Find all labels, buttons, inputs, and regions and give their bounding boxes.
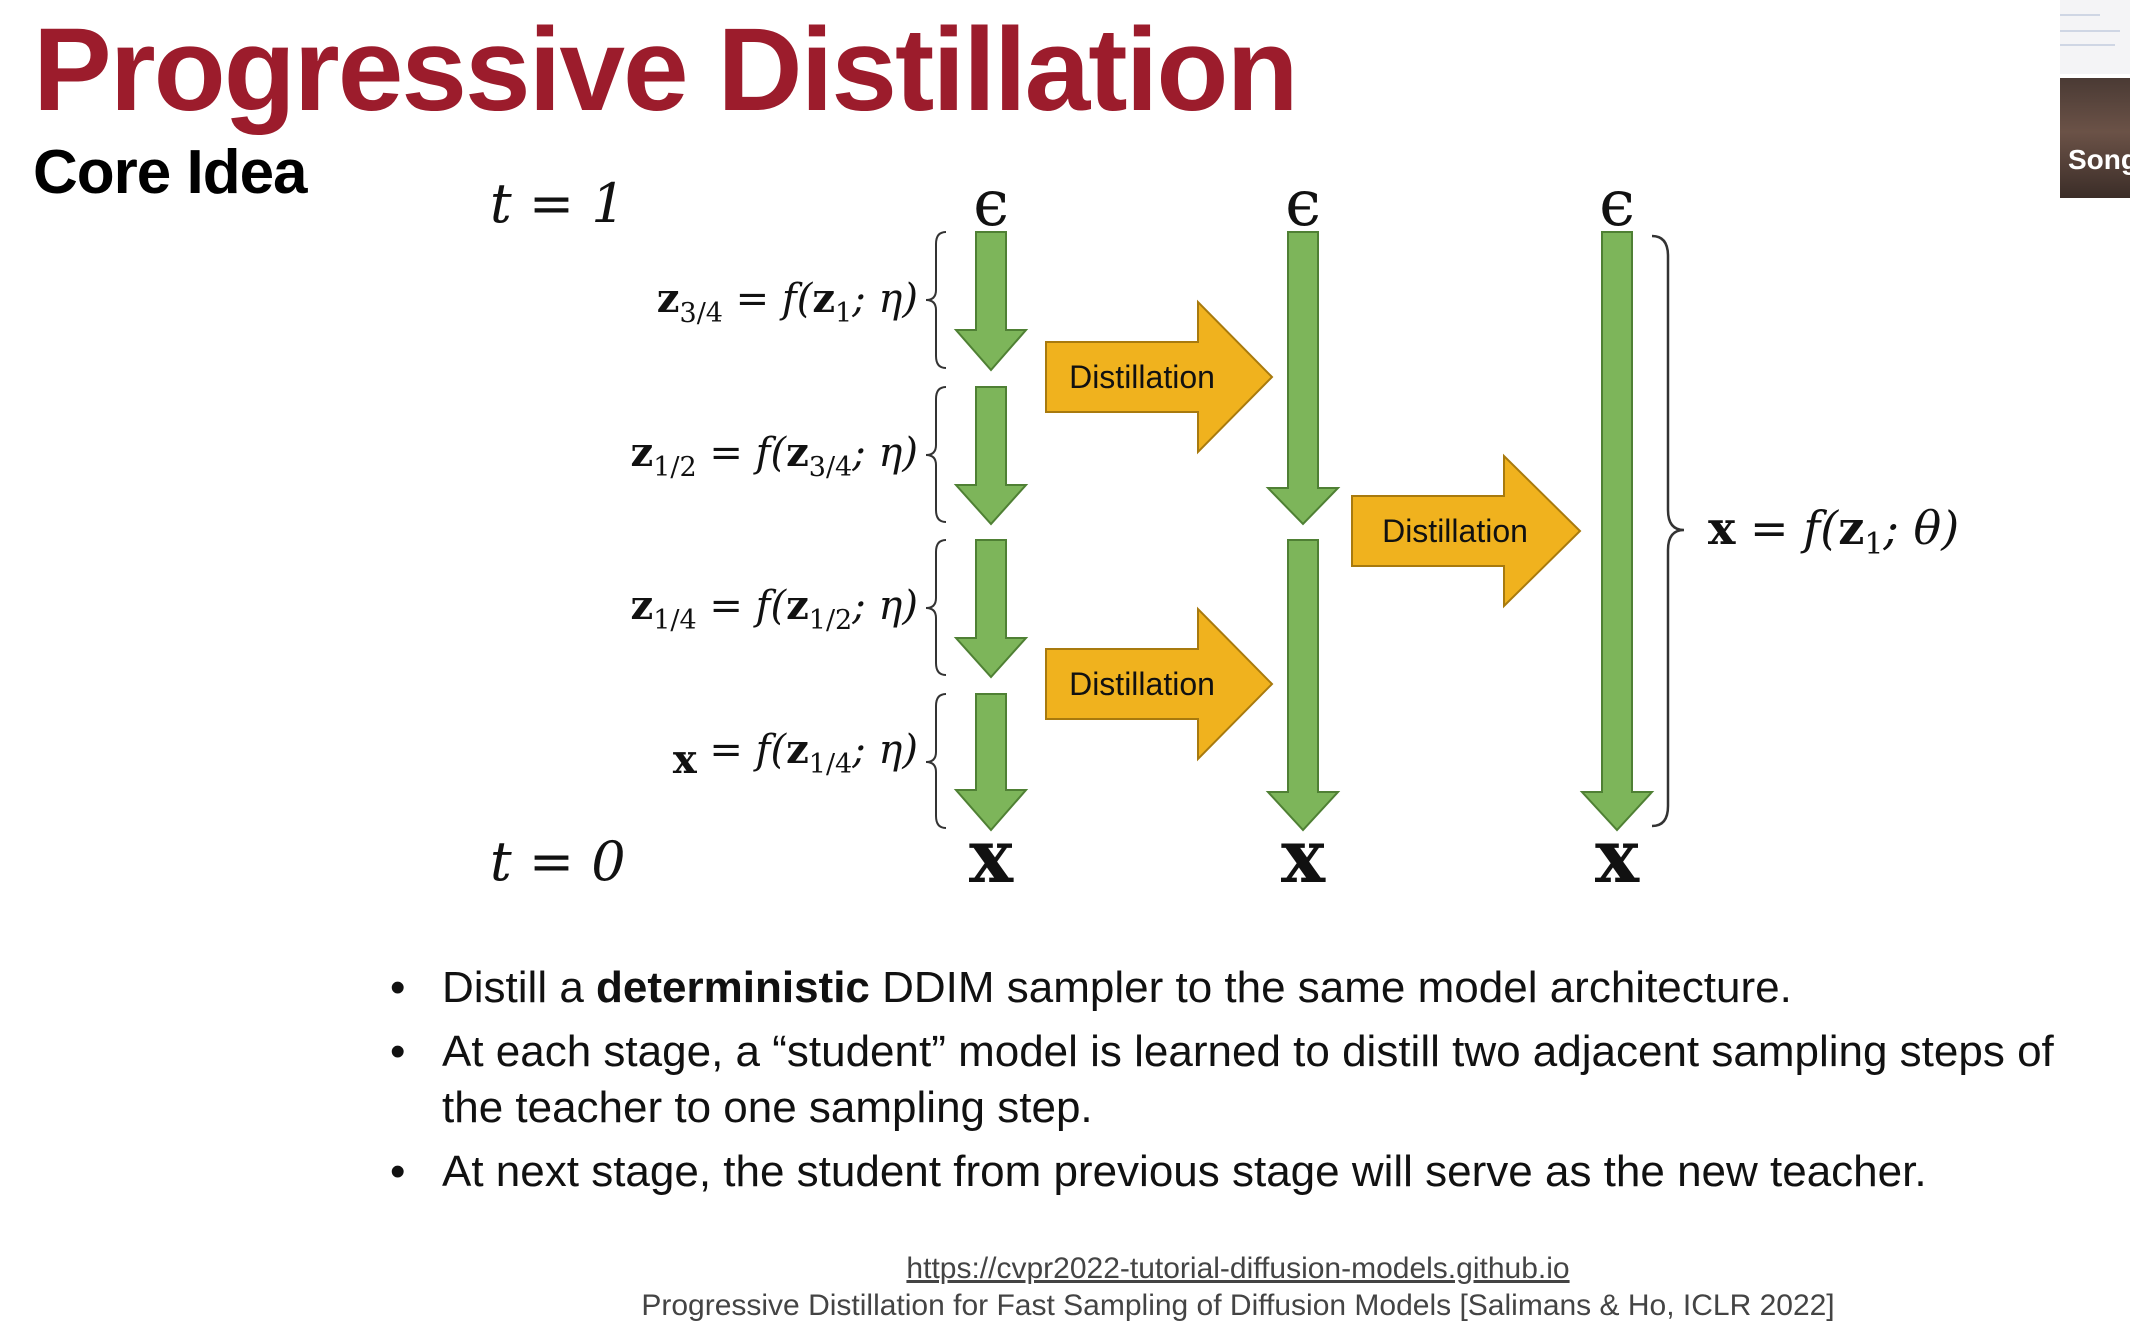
eq1-arg: z [812,275,835,322]
final-equation: x = f(z1; θ) [1708,501,1959,562]
down-arrow-col2-step2 [1265,539,1341,832]
eq2-lhs: z [631,429,654,476]
right-brace-final [1651,234,1685,828]
eq3-arg: z [786,582,809,629]
eq1-arg-sub: 1 [835,298,852,329]
eq2-eq: = f( [697,430,788,476]
progressive-distillation-diagram: t = 1 t = 0 ϵ ϵ ϵ x x x Distillation Dis… [490,167,1959,900]
bullet-dot: • [390,1147,406,1196]
eq3-arg-sub: 1/2 [809,605,852,636]
bullet-3-text: At next stage, the student from previous… [442,1147,1927,1196]
time-label-top-text: t = 1 [490,172,626,235]
footer-url-link[interactable]: https://cvpr2022-tutorial-diffusion-mode… [906,1252,1570,1285]
down-arrow-col1-step1 [953,231,1029,372]
distill-arrow-top-label: Distillation [1069,359,1215,395]
bullet-dot: • [390,1027,406,1076]
time-label-bottom-text: t = 0 [490,830,626,893]
left-brace-step2 [925,386,947,523]
bullet-dot: • [390,963,406,1012]
eq1-lhs-sub: 3/4 [680,298,723,329]
noise-symbol-col3: ϵ [1599,167,1635,241]
eq3-tail: ; η) [851,583,918,629]
left-brace-step1 [925,231,947,369]
eq3-lhs: z [631,582,654,629]
distill-arrow-bottom: Distillation [1045,606,1274,762]
eq3-lhs-sub: 1/4 [653,605,696,636]
noise-symbol-col2: ϵ [1285,167,1321,241]
eq1-tail: ; η) [851,276,918,322]
distill-arrow-stage2-label: Distillation [1382,513,1528,549]
slide-subtitle: Core Idea [33,138,308,207]
noise-symbol-col1: ϵ [973,167,1009,241]
participant-video-tile[interactable]: Song [2060,78,2130,198]
bullet-1-post: DDIM sampler to the same model architect… [869,963,1792,1012]
eq4-arg: z [786,726,809,773]
eq2-tail: ; η) [851,430,918,476]
bullet-item-1: • Distill a deterministic DDIM sampler t… [390,960,2090,1016]
bullet-item-2: • At each stage, a “student” model is le… [390,1024,2090,1136]
distill-arrow-stage2: Distillation [1351,453,1582,609]
bullet-1-bold: deterministic [596,963,870,1012]
down-arrow-col2-step1 [1265,231,1341,526]
down-arrow-col1-step2 [953,386,1029,526]
final-eq-eq: = f( [1735,501,1839,555]
distill-arrow-top: Distillation [1045,299,1274,455]
eq2-arg-sub: 3/4 [809,452,852,483]
eq1-lhs: z [657,275,680,322]
final-eq-lhs: x [1708,501,1736,555]
eq4-eq: = f( [697,727,788,773]
step-equation-4: x = f(z1/4; η) [673,726,918,783]
eq3-eq: = f( [697,583,788,629]
bullet-1-pre: Distill a [442,963,597,1012]
eq2-lhs-sub: 1/2 [653,452,696,483]
bullet-list: • Distill a deterministic DDIM sampler t… [390,960,2090,1208]
left-brace-step4 [925,693,947,829]
shared-screen-thumbnail [2060,0,2130,74]
eq4-tail: ; η) [851,727,918,773]
participant-name: Song [2068,144,2130,175]
step-equation-3: z1/4 = f(z1/2; η) [631,582,918,636]
down-arrow-col1-step3 [953,539,1029,679]
footer-citation: Progressive Distillation for Fast Sampli… [641,1289,1835,1322]
step-equation-1: z3/4 = f(z1; η) [657,275,918,329]
final-eq-arg-sub: 1 [1864,527,1883,562]
bullet-item-3: • At next stage, the student from previo… [390,1144,2090,1200]
time-label-bottom: t = 0 [490,830,626,893]
bullet-2-text: At each stage, a “student” model is lear… [442,1027,2054,1132]
distill-arrow-bottom-label: Distillation [1069,666,1215,702]
final-eq-tail: ; θ) [1882,501,1959,555]
slide-title: Progressive Distillation [33,4,1299,136]
eq4-arg-sub: 1/4 [809,749,852,780]
down-arrow-col3-step1 [1579,231,1655,832]
step-equation-2: z1/2 = f(z3/4; η) [631,429,918,483]
final-eq-arg: z [1838,501,1864,555]
left-brace-step3 [925,539,947,676]
time-label-top: t = 1 [490,172,626,235]
eq1-eq: = f( [723,276,814,322]
eq4-lhs: x [673,736,698,783]
down-arrow-col1-step4 [953,693,1029,832]
eq2-arg: z [786,429,809,476]
